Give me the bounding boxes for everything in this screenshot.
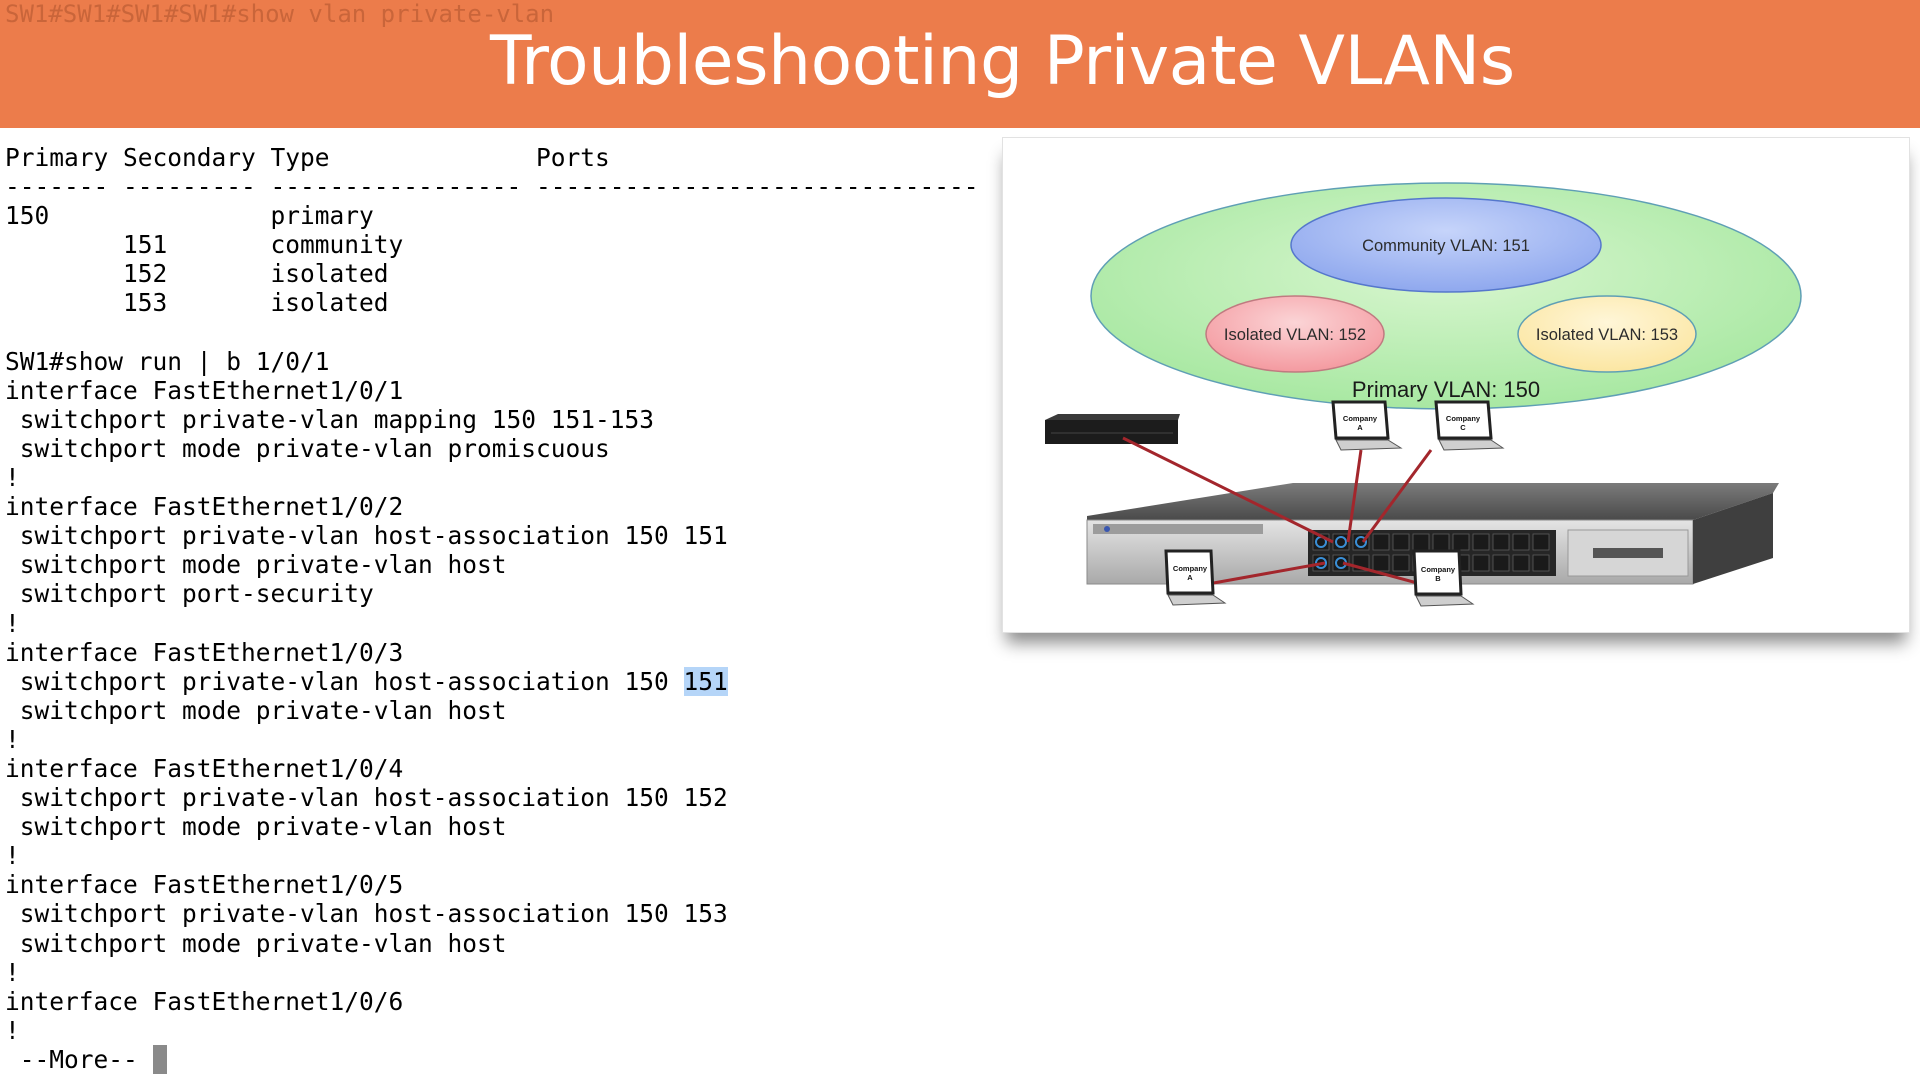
isolated-vlan-153-label: Isolated VLAN: 153	[1536, 326, 1678, 344]
private-vlan-diagram-panel: Community VLAN: 151 Isolated VLAN: 152 I…	[1002, 137, 1910, 633]
laptop-label-line1: Company	[1446, 414, 1481, 423]
laptop-label-line1: Company	[1173, 564, 1208, 573]
community-vlan-label: Community VLAN: 151	[1362, 237, 1530, 255]
laptop-label-line2: A	[1357, 423, 1363, 432]
terminal-line: switchport private-vlan host-association…	[5, 521, 728, 551]
terminal-line: switchport mode private-vlan host	[5, 550, 507, 580]
network-links	[1122, 436, 1433, 586]
terminal-line	[5, 318, 979, 347]
laptop-label-line1: Company	[1343, 414, 1378, 423]
link-company-c	[1361, 449, 1433, 543]
terminal-line: interface FastEthernet1/0/2	[5, 492, 404, 522]
primary-vlan-label: Primary VLAN: 150	[1352, 377, 1540, 402]
terminal-line: !	[5, 957, 20, 987]
terminal-line: switchport port-security	[5, 579, 374, 609]
link-company-a-bottom	[1207, 561, 1326, 586]
terminal-line: switchport mode private-vlan host	[5, 695, 507, 725]
bg-line: SW1#	[120, 0, 179, 28]
terminal-line: switchport mode private-vlan host	[5, 928, 507, 958]
terminal-line: ------- --------- ----------------- ----…	[5, 172, 979, 202]
terminal-line: 150 primary	[5, 201, 374, 231]
link-company-b	[1342, 561, 1422, 586]
terminal-line-prefix: switchport private-vlan host-association…	[5, 666, 684, 696]
isolated-vlan-152-label: Isolated VLAN: 152	[1224, 326, 1366, 344]
router-icon	[1045, 414, 1180, 444]
laptop-icon-company-c: Company C	[1434, 400, 1505, 451]
terminal-line: switchport mode private-vlan host	[5, 812, 507, 842]
terminal-line: switchport private-vlan host-association…	[5, 899, 728, 929]
background-terminal-lines: SW1#SW1#SW1#SW1#show vlan private-vlan	[5, 0, 554, 29]
terminal-line: interface FastEthernet1/0/5	[5, 870, 404, 900]
terminal-line: Primary Secondary Type Ports	[5, 143, 610, 172]
terminal-line: !	[5, 608, 20, 638]
terminal-cursor	[152, 1044, 167, 1074]
terminal-line: switchport private-vlan mapping 150 151-…	[5, 404, 655, 434]
bg-line: SW1#	[62, 0, 121, 28]
link-router	[1122, 436, 1334, 544]
terminal-line: !	[5, 841, 20, 871]
terminal-line: !	[5, 463, 20, 493]
terminal-line: SW1#show run | b 1/0/1	[5, 346, 330, 376]
terminal-line: !	[5, 1015, 20, 1045]
laptop-icon-company-b: Company B	[1412, 549, 1475, 607]
terminal-line: 153 isolated	[5, 288, 389, 318]
laptop-label-line1: Company	[1421, 565, 1456, 574]
more-prompt-text: --More--	[5, 1044, 153, 1074]
terminal-output[interactable]: Primary Secondary Type Ports------- ----…	[5, 143, 979, 1074]
laptop-icon-company-a-top: Company A	[1331, 400, 1403, 451]
laptop-label-line2: A	[1187, 573, 1193, 582]
terminal-line: interface FastEthernet1/0/4	[5, 753, 404, 783]
terminal-line: interface FastEthernet1/0/3	[5, 637, 404, 667]
terminal-line: !	[5, 724, 20, 754]
terminal-line: interface FastEthernet1/0/1	[5, 375, 404, 405]
laptop-icon-company-a-bottom: Company A	[1164, 549, 1227, 606]
slide-title: Troubleshooting Private VLANs	[490, 22, 1515, 101]
community-vlan-ellipse	[1290, 197, 1602, 293]
private-vlan-diagram: Community VLAN: 151 Isolated VLAN: 152 I…	[1045, 182, 1802, 607]
terminal-line: interface FastEthernet1/0/6	[5, 986, 404, 1016]
terminal-line: switchport mode private-vlan promiscuous	[5, 433, 610, 463]
laptop-label-line2: C	[1460, 423, 1466, 432]
bg-line: SW1#show vlan private-vlan	[178, 0, 555, 28]
terminal-line: 152 isolated	[5, 259, 389, 289]
more-prompt: --More--	[5, 1044, 979, 1074]
terminal-line: 151 community	[5, 230, 404, 260]
header-banner: SW1#SW1#SW1#SW1#show vlan private-vlan T…	[0, 0, 1920, 128]
terminal-line-highlighted: switchport private-vlan host-association…	[5, 666, 979, 696]
laptop-label-line2: B	[1435, 574, 1441, 583]
terminal-line: switchport private-vlan host-association…	[5, 783, 728, 813]
bg-line: SW1#	[5, 0, 63, 28]
isolated-vlan-152-ellipse	[1205, 295, 1385, 373]
selected-text-highlight[interactable]: 151	[683, 666, 728, 696]
link-company-a-top	[1346, 449, 1363, 543]
isolated-vlan-153-ellipse	[1517, 295, 1697, 373]
